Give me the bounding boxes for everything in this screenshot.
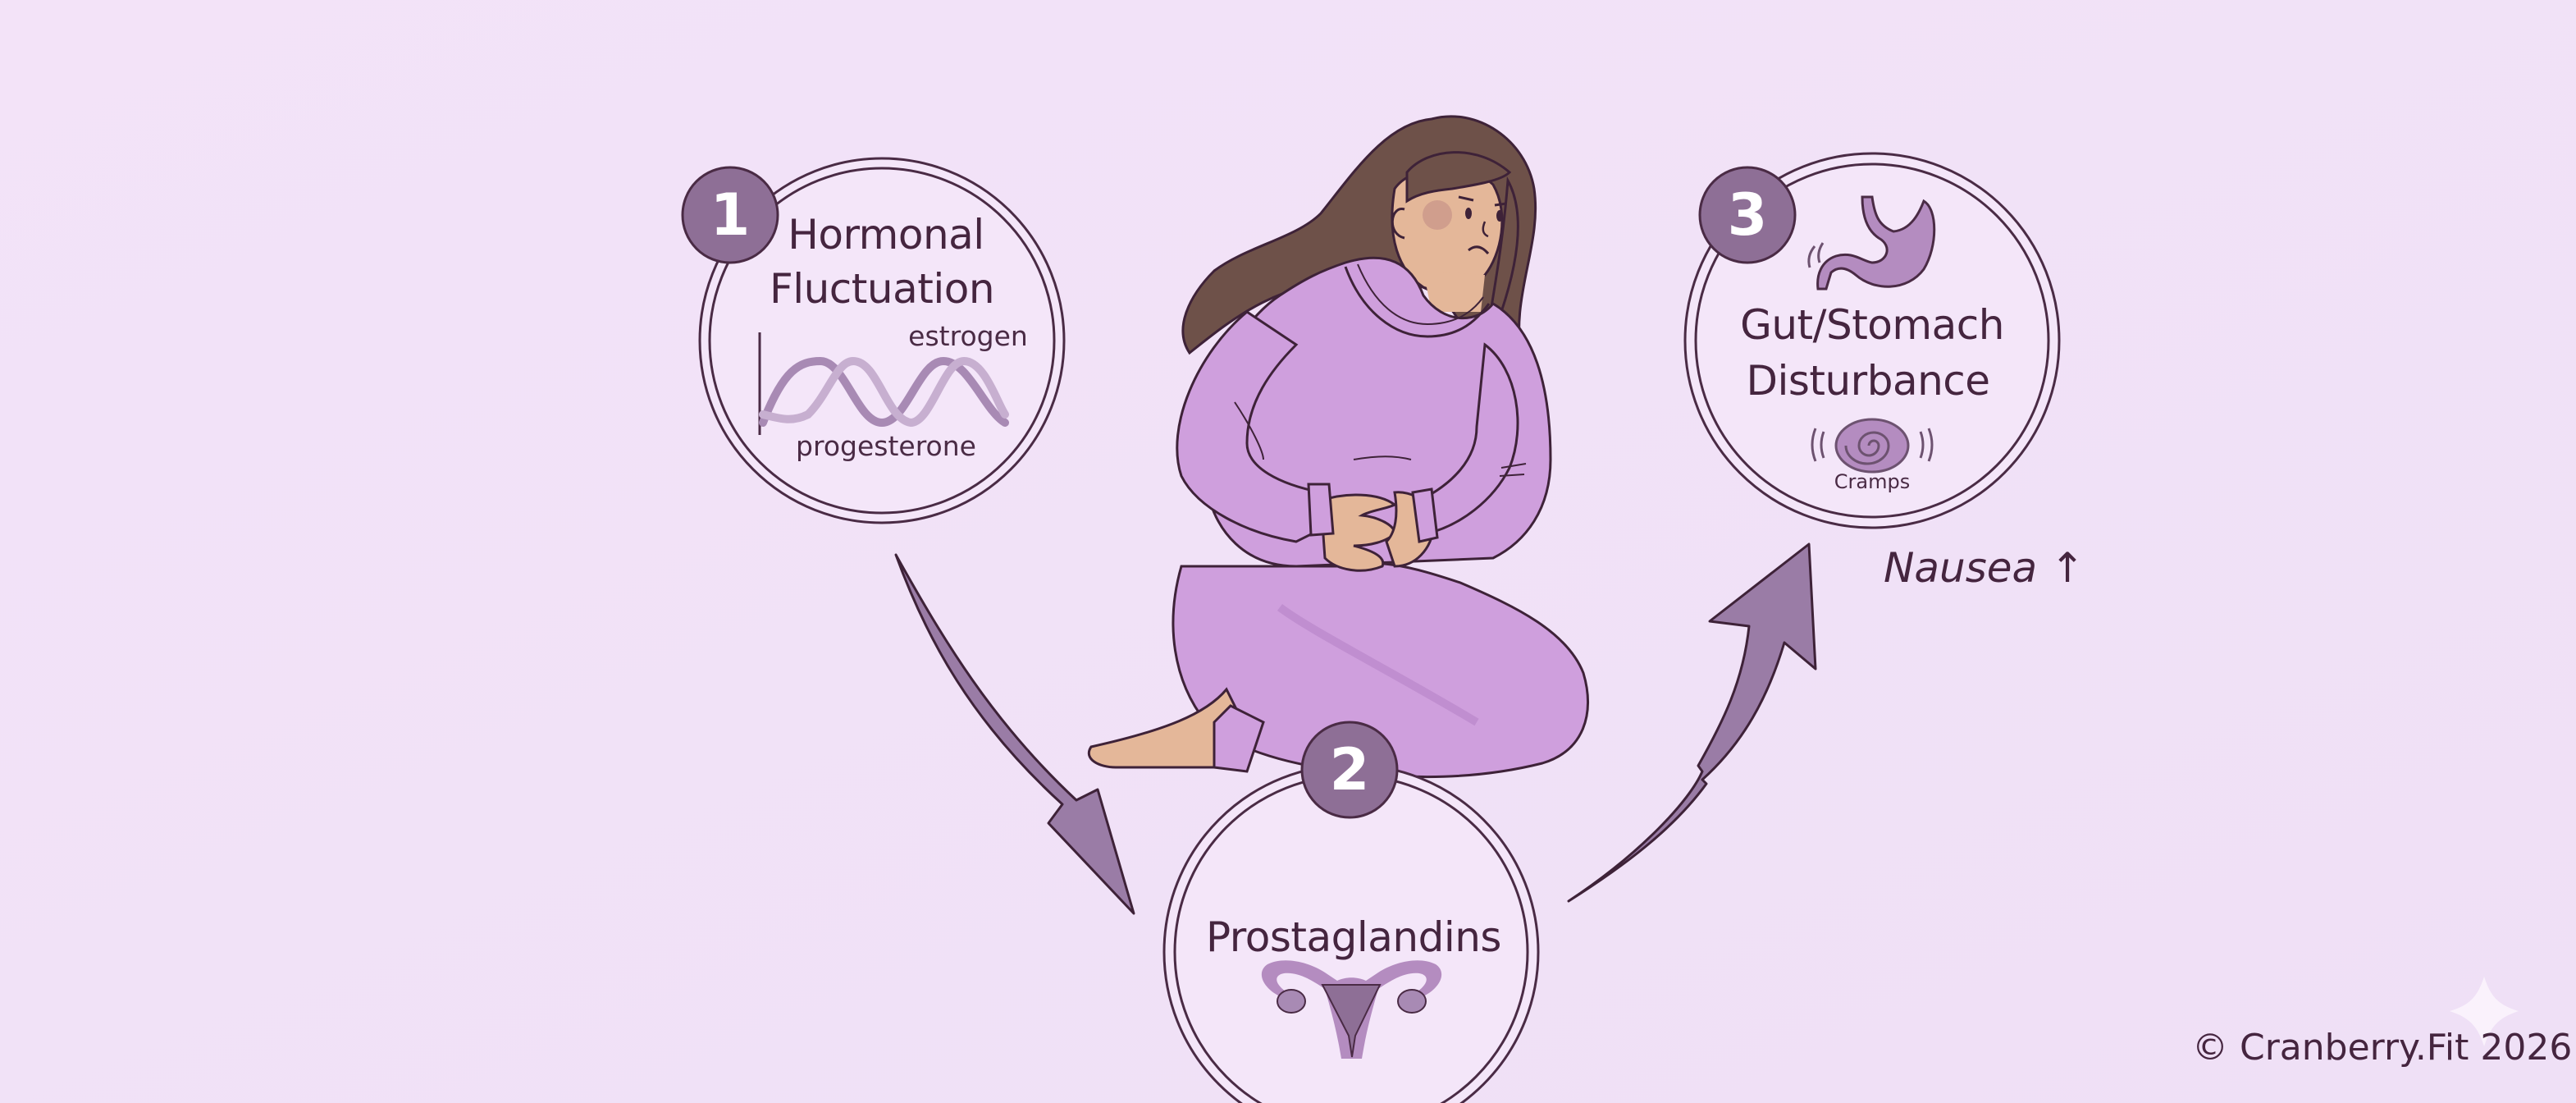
arrow-step1-to-step2: [894, 553, 1135, 915]
cramps-label: Cramps: [1834, 470, 1911, 493]
estrogen-label: estrogen: [908, 320, 1028, 352]
step-2-badge: [1300, 721, 1399, 819]
sparkle-icon: [2450, 977, 2519, 1046]
step-2-number: 2: [1329, 736, 1370, 803]
progesterone-label: progesterone: [796, 430, 976, 462]
hormone-wave-icon: [758, 332, 1009, 435]
step-1-circle: [698, 157, 1066, 524]
step-3-badge: [1698, 166, 1797, 264]
arrow-up-icon: ↑: [2050, 544, 2085, 592]
step-1-title-line1: Hormonal: [788, 211, 984, 259]
arrow-step2-to-step3: [1567, 542, 1817, 903]
step-1-number: 1: [710, 181, 751, 249]
uterus-icon: [1261, 960, 1442, 1059]
stomach-icon: [1807, 195, 1936, 291]
nausea-text: Nausea: [1884, 544, 2038, 592]
cramp-spiral-icon: [1811, 418, 1934, 474]
woman-figure: [1088, 115, 1590, 779]
step-3-title-line2: Disturbance: [1746, 357, 1990, 405]
step-1-title-line2: Fluctuation: [769, 265, 995, 313]
copyright-text: © Cranberry.Fit 2026: [2192, 1027, 2573, 1069]
step-2-title: Prostaglandins: [1206, 913, 1501, 961]
step-3-title-line1: Gut/Stomach: [1740, 301, 2004, 349]
step-1-badge: [681, 166, 779, 264]
step-3-number: 3: [1727, 181, 1768, 249]
nausea-note: Nausea ↑: [1884, 545, 2085, 591]
